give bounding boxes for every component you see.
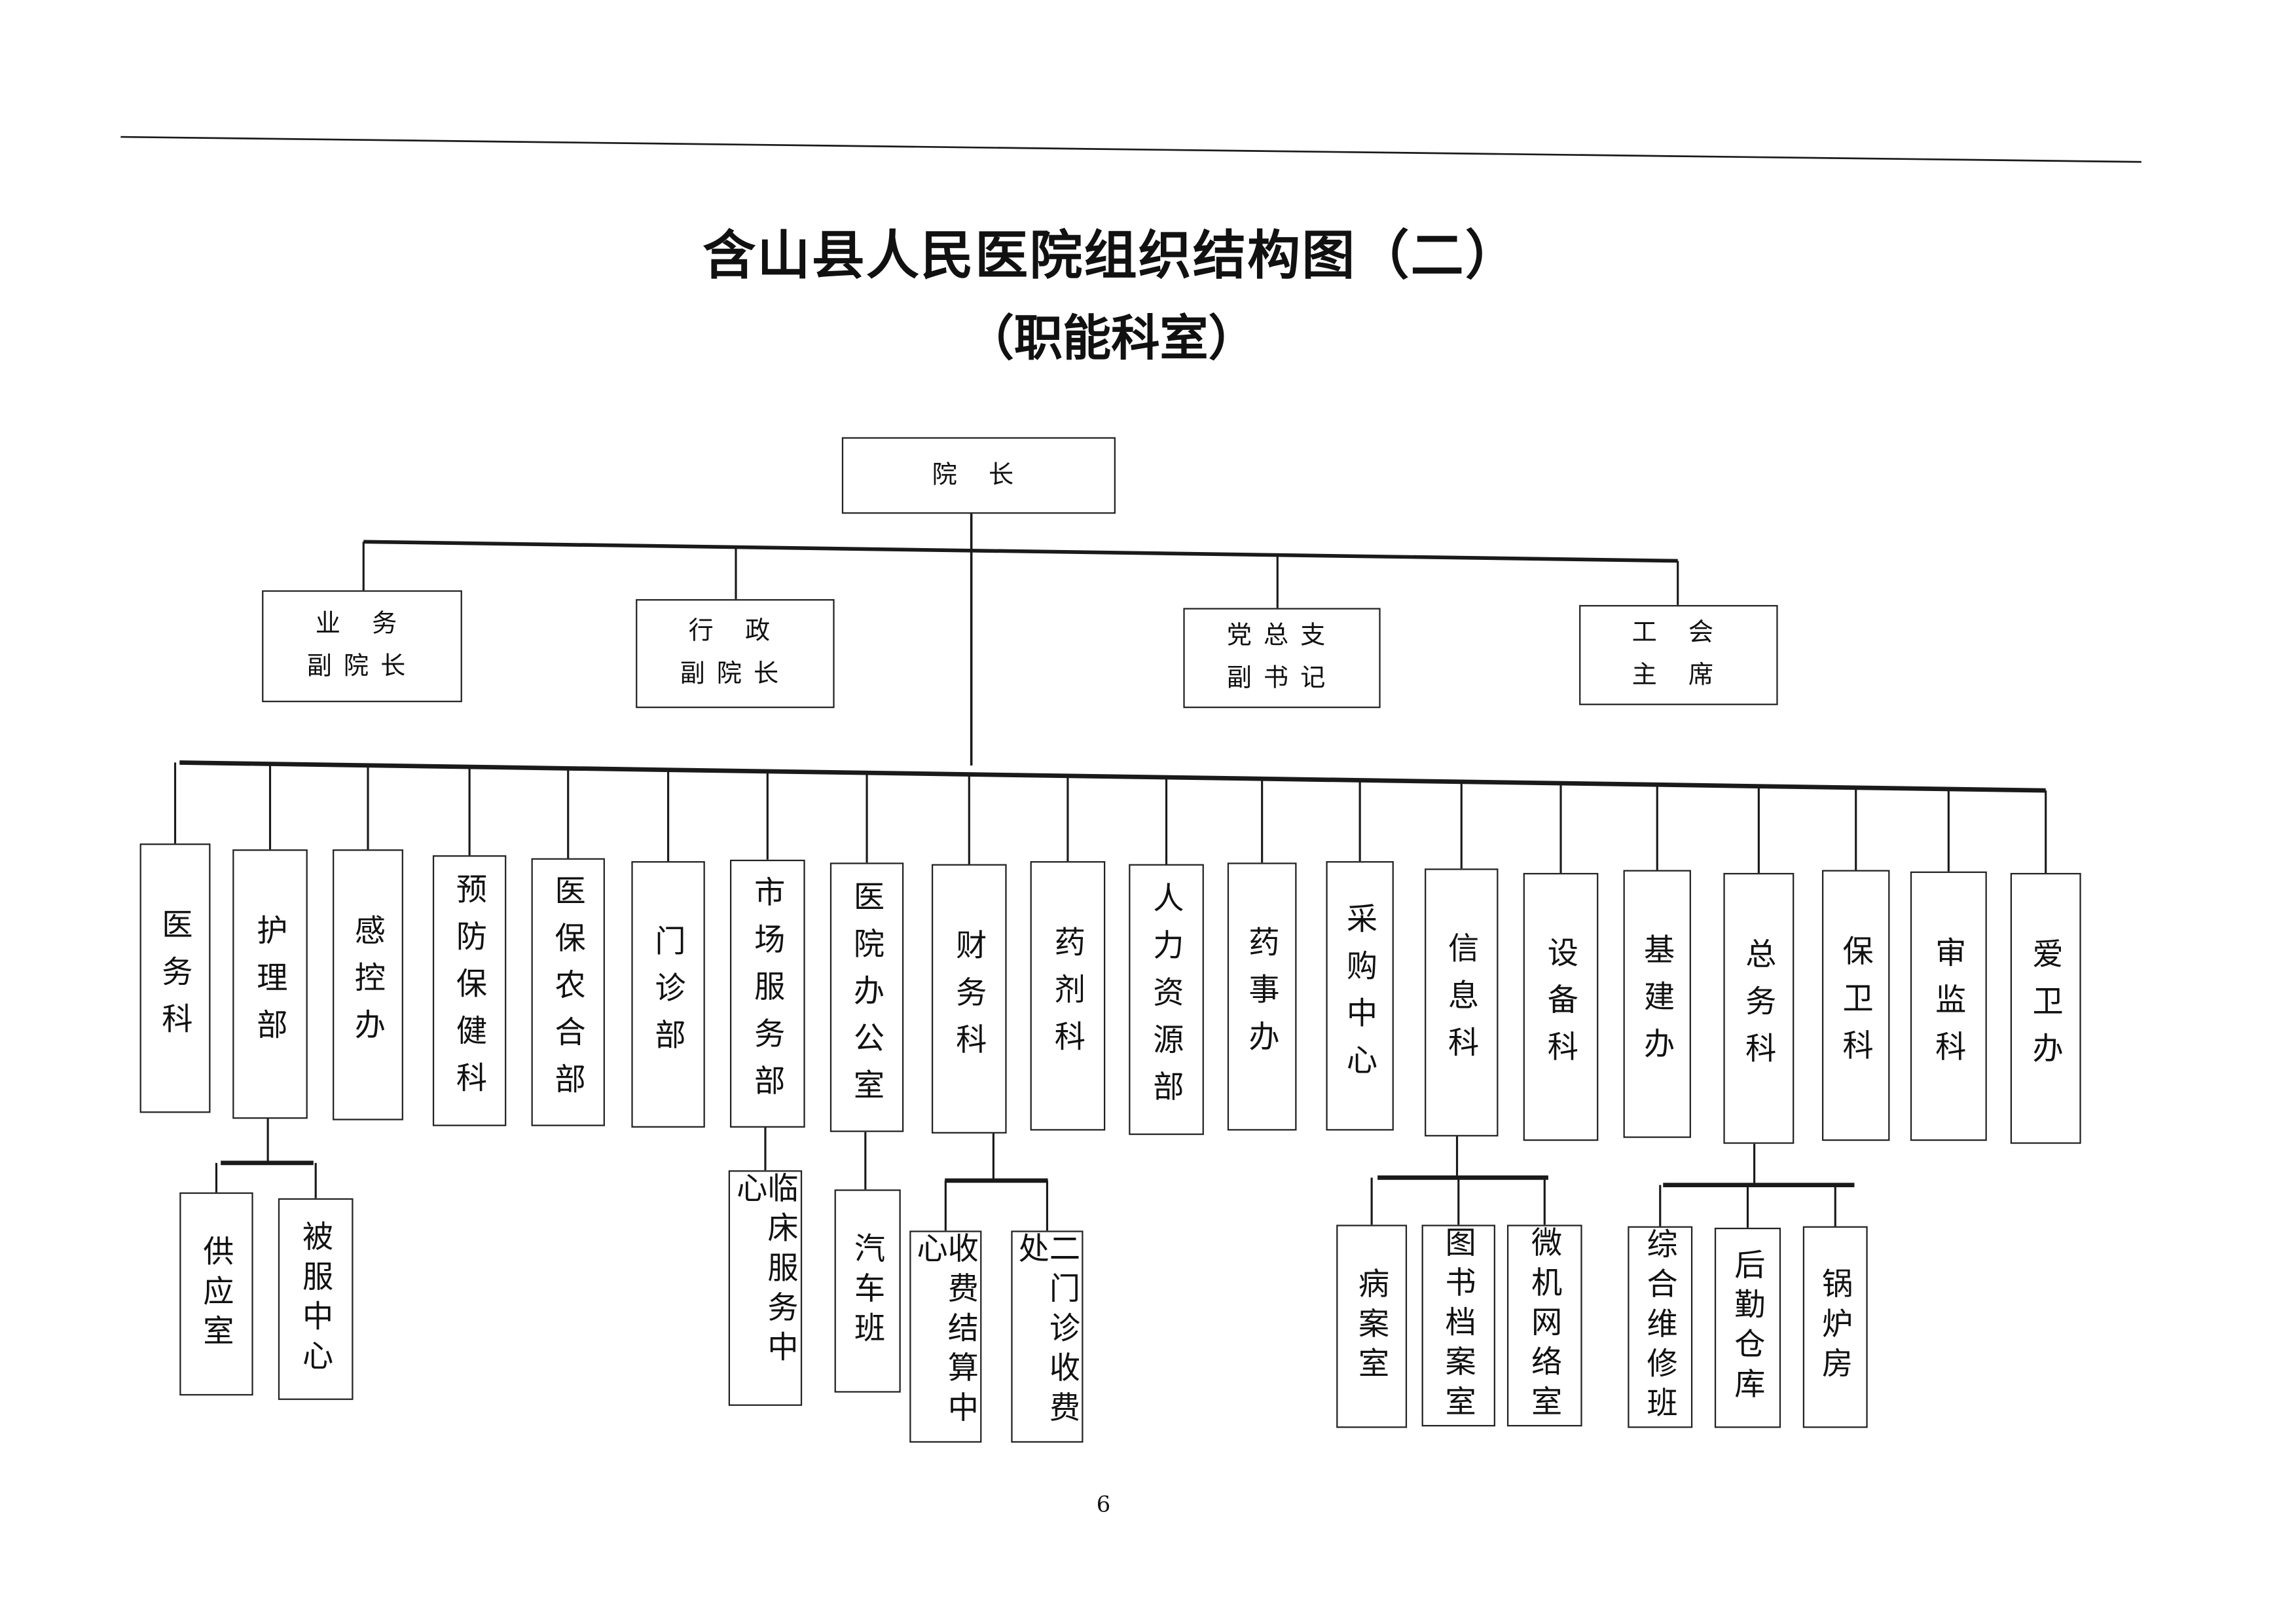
department-label: 感控办 xyxy=(351,914,387,1056)
department-box: 审监科 xyxy=(1910,871,1987,1141)
department-box: 人力资源部 xyxy=(1129,864,1204,1135)
sub-unit-label: 二门诊收费处 xyxy=(1014,1232,1082,1431)
vice-line-1: 业 务 xyxy=(315,609,409,639)
vice-bar xyxy=(363,540,1678,563)
sub-unit-label: 后勤仓库 xyxy=(1730,1248,1766,1408)
president-box: 院 长 xyxy=(841,437,1116,514)
department-label: 护理部 xyxy=(253,913,289,1055)
sub-unit-box: 供应室 xyxy=(179,1192,253,1396)
page-number: 6 xyxy=(1096,1491,1111,1518)
department-box: 医保农合部 xyxy=(531,858,605,1126)
department-label: 审监科 xyxy=(1931,935,1967,1077)
department-box: 感控办 xyxy=(333,849,403,1120)
department-label: 保卫科 xyxy=(1838,934,1874,1077)
department-label: 采购中心 xyxy=(1343,901,1379,1090)
department-box: 采购中心 xyxy=(1326,861,1394,1131)
department-label: 药剂科 xyxy=(1051,925,1087,1067)
sub-unit-label: 微机网络室 xyxy=(1527,1226,1563,1426)
department-label: 医院办公室 xyxy=(850,879,886,1115)
sub-unit-box: 临床服务中心 xyxy=(728,1170,803,1406)
department-box: 药事办 xyxy=(1227,862,1297,1131)
department-box: 财务科 xyxy=(931,864,1007,1134)
department-box: 总务科 xyxy=(1723,873,1795,1144)
sub-unit-box: 病案室 xyxy=(1336,1225,1408,1428)
sub-unit-label: 锅炉房 xyxy=(1818,1267,1854,1387)
department-label: 药事办 xyxy=(1245,925,1281,1067)
sub-unit-label: 收费结算中心 xyxy=(913,1232,980,1431)
vice-line-2: 副书记 xyxy=(1226,663,1338,693)
sub-unit-box: 收费结算中心 xyxy=(909,1230,982,1443)
sub-unit-box: 汽车班 xyxy=(834,1189,901,1393)
vice-line-2: 副院长 xyxy=(306,652,418,682)
department-box: 保卫科 xyxy=(1822,870,1890,1141)
sub-unit-label: 图书档案室 xyxy=(1441,1226,1477,1426)
union-chairman-box: 工 会主 席 xyxy=(1579,604,1778,705)
vice-president-admin-box: 行 政副院长 xyxy=(636,599,835,709)
chart-title: 含山县人民医院组织结构图（二） xyxy=(702,227,1520,287)
department-box: 药剂科 xyxy=(1030,861,1106,1131)
sub-unit-box: 综合维修班 xyxy=(1628,1226,1693,1428)
department-label: 人力资源部 xyxy=(1149,881,1185,1118)
vice-line-1: 行 政 xyxy=(688,616,782,646)
department-box: 市场服务部 xyxy=(730,859,805,1128)
vice-line-1: 党总支 xyxy=(1226,621,1338,651)
sub-unit-label: 汽车班 xyxy=(850,1231,886,1351)
department-box: 基建办 xyxy=(1623,870,1691,1138)
department-label: 信息科 xyxy=(1444,931,1480,1073)
department-label: 预防保健科 xyxy=(452,873,488,1109)
vice-line-2: 副院长 xyxy=(680,659,791,690)
sub-unit-label: 被服中心 xyxy=(299,1219,335,1379)
party-deputy-secretary-box: 党总支副书记 xyxy=(1183,608,1381,709)
sub-unit-box: 二门诊收费处 xyxy=(1011,1230,1084,1443)
sub-unit-label: 综合维修班 xyxy=(1643,1227,1679,1427)
department-box: 预防保健科 xyxy=(432,855,507,1126)
department-bar xyxy=(179,760,2046,793)
header-rule xyxy=(120,136,2141,163)
president-label: 院 长 xyxy=(932,460,1026,490)
sub-unit-label: 供应室 xyxy=(199,1234,235,1354)
department-box: 信息科 xyxy=(1425,868,1499,1137)
sub-unit-label: 病案室 xyxy=(1355,1266,1391,1386)
department-label: 门诊部 xyxy=(651,923,687,1065)
department-label: 医务科 xyxy=(158,907,194,1049)
department-label: 医保农合部 xyxy=(551,874,587,1110)
department-box: 爱卫办 xyxy=(2010,873,2081,1144)
chart-subtitle: （职能科室） xyxy=(965,309,1257,367)
department-box: 门诊部 xyxy=(631,861,705,1128)
department-box: 设备科 xyxy=(1523,873,1599,1141)
department-label: 财务科 xyxy=(952,928,988,1070)
vice-line-2: 主 席 xyxy=(1631,661,1726,691)
department-label: 设备科 xyxy=(1544,936,1580,1078)
department-label: 市场服务部 xyxy=(750,876,786,1112)
vice-president-business-box: 业 务副院长 xyxy=(262,590,462,703)
department-box: 护理部 xyxy=(232,849,308,1119)
sub-unit-box: 图书档案室 xyxy=(1421,1225,1495,1427)
vice-line-1: 工 会 xyxy=(1631,618,1726,648)
department-box: 医院办公室 xyxy=(829,862,904,1132)
sub-unit-label: 临床服务中心 xyxy=(733,1172,799,1371)
sub-unit-box: 锅炉房 xyxy=(1802,1226,1868,1428)
department-label: 基建办 xyxy=(1640,933,1676,1075)
sub-unit-box: 被服中心 xyxy=(278,1198,354,1400)
sub-unit-box: 后勤仓库 xyxy=(1714,1227,1781,1428)
sub-unit-box: 微机网络室 xyxy=(1506,1225,1582,1427)
department-box: 医务科 xyxy=(139,843,211,1113)
department-label: 爱卫办 xyxy=(2028,937,2064,1079)
department-label: 总务科 xyxy=(1741,937,1777,1079)
